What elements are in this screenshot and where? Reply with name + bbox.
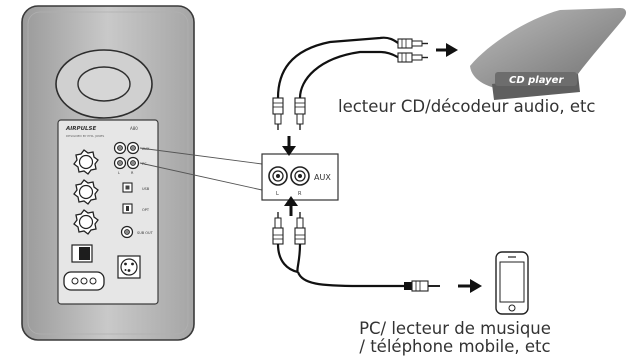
pc-source-caption-line2: / téléphone mobile, etc (359, 337, 551, 356)
arrow-down-to-aux (282, 136, 296, 156)
power-switch (71, 244, 93, 263)
rca-plug-cd-upper (397, 38, 428, 49)
speaker-pc-jacks: PC L R (113, 156, 147, 175)
optical-port: OPT (122, 203, 150, 214)
speaker: AIRPULSE A80 DESIGNED BY PHIL JONES AUX (21, 5, 195, 341)
phone-icon (495, 251, 529, 315)
cable-bottom-wire (276, 243, 404, 288)
bass-knob (73, 209, 99, 235)
rca-plug-aux-top-right (294, 97, 306, 130)
cd-player-shape (470, 8, 627, 91)
pc-source-caption-line1: PC/ lecteur de musique (359, 319, 551, 338)
power-inlet (63, 271, 105, 291)
cable-top-wire (276, 36, 401, 99)
arrow-to-cd-player (436, 43, 458, 57)
rca-cable-top (272, 36, 428, 130)
aux-right-jack (290, 166, 310, 186)
speaker-r-label: R (131, 171, 134, 175)
cd-player-badge (495, 72, 577, 86)
usb-port: USB (122, 182, 150, 193)
sub-out-jack: SUB OUT (120, 225, 154, 239)
pc-source-caption: PC/ lecteur de musique / téléphone mobil… (330, 320, 580, 356)
opt-label: OPT (142, 208, 150, 212)
rca-plug-cd-lower (397, 52, 428, 63)
arrow-to-phone (458, 279, 482, 293)
treble-knob (73, 179, 99, 205)
volume-knob (73, 149, 99, 175)
cd-player-label: CD player (509, 75, 564, 86)
speaker-output-connector (117, 255, 141, 279)
rca-plug-aux-bottom-left (272, 212, 284, 245)
rca-plug-aux-top-left (272, 97, 284, 130)
designer-label: DESIGNED BY PHIL JONES (66, 134, 104, 138)
aux-l-label: L (276, 191, 279, 197)
cd-player: CD player (470, 8, 627, 100)
arrow-up-to-aux (284, 196, 298, 216)
model-label: A80 (130, 126, 138, 131)
usb-label: USB (142, 187, 150, 191)
aux-panel-label: AUX (314, 173, 331, 182)
sub-out-label: SUB OUT (137, 231, 154, 235)
cd-source-caption: lecteur CD/décodeur audio, etc (338, 97, 596, 116)
mini-jack-plug (404, 280, 440, 292)
speaker-l-label: L (118, 171, 120, 175)
zoom-callout-lines (139, 147, 263, 191)
brand-logo: AIRPULSE (65, 126, 97, 132)
speaker-inner-edge (27, 11, 189, 335)
bass-port-inner (77, 66, 131, 102)
rca-cable-bottom (272, 212, 440, 292)
rca-plug-aux-bottom-right (294, 212, 306, 245)
aux-left-jack (268, 166, 288, 186)
aux-r-label: R (298, 191, 302, 197)
aux-panel-zoom: AUX L R (261, 153, 339, 201)
